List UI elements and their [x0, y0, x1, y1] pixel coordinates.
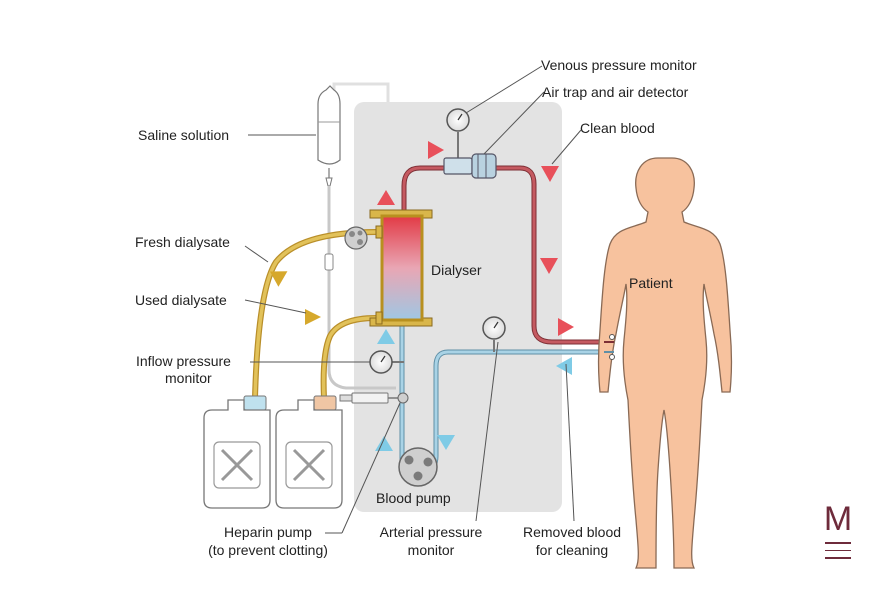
flow-arrows [269, 141, 574, 451]
arrow-red-down-2 [540, 258, 558, 274]
patient-silhouette [597, 157, 733, 569]
arterial-pressure-label-line1: Arterial pressure [379, 524, 483, 540]
arrow-blue-left [556, 357, 572, 375]
saline-clamp [324, 253, 334, 271]
arrow-red-right [428, 141, 444, 159]
fresh-dialysate-can [203, 395, 271, 509]
arm-needles [604, 334, 615, 360]
removed-blood-label-line2: for cleaning [535, 542, 609, 558]
dialyser-label: Dialyser [431, 262, 482, 278]
arrow-blue-up-2 [375, 436, 393, 451]
arrow-red-down-1 [541, 166, 559, 182]
inflow-pressure-label-line1: Inflow pressure [136, 353, 231, 369]
brand-letter: M [823, 500, 853, 538]
dialyser [369, 209, 433, 327]
venous-pressure-gauge [446, 108, 470, 160]
heparin-pump-label-line2: (to prevent clotting) [208, 542, 328, 558]
arrow-blue-up-1 [377, 329, 395, 344]
arrow-red-up [377, 190, 395, 205]
removed-blood-label-line1: Removed blood [522, 524, 622, 540]
fresh-dialysate-label: Fresh dialysate [135, 234, 230, 250]
iv-pole [332, 82, 390, 102]
saline-bag [317, 85, 341, 187]
saline-line [327, 186, 396, 390]
brand-bar-3 [825, 557, 851, 559]
arrow-gold-fresh [269, 271, 288, 287]
dialysate-pump [344, 226, 368, 250]
heparin-syringe [339, 392, 409, 404]
used-dialysate-can [275, 395, 343, 509]
dialysate-tubes [252, 229, 377, 399]
arrow-blue-down [437, 435, 455, 450]
brand-logo: M [818, 502, 858, 559]
air-trap [443, 153, 497, 179]
arterial-pressure-label-line2: monitor [407, 542, 455, 558]
arrow-red-right-2 [558, 318, 574, 336]
brand-bar-1 [825, 542, 851, 544]
heparin-pump-label-line1: Heparin pump [224, 524, 312, 540]
clean-blood-label: Clean blood [580, 120, 655, 136]
blood-pump-label: Blood pump [376, 490, 451, 506]
arrow-gold-used [305, 309, 321, 325]
arterial-pressure-gauge [482, 316, 506, 352]
leader-lines [244, 65, 582, 534]
air-trap-label: Air trap and air detector [542, 84, 689, 100]
used-dialysate-label: Used dialysate [135, 292, 227, 308]
venous-pressure-monitor-label: Venous pressure monitor [541, 57, 697, 73]
inflow-pressure-label-line2: monitor [165, 370, 212, 386]
blood-pump [398, 447, 438, 487]
saline-solution-label: Saline solution [138, 127, 230, 143]
brand-bar-2 [825, 549, 851, 552]
patient-label: Patient [629, 275, 673, 291]
